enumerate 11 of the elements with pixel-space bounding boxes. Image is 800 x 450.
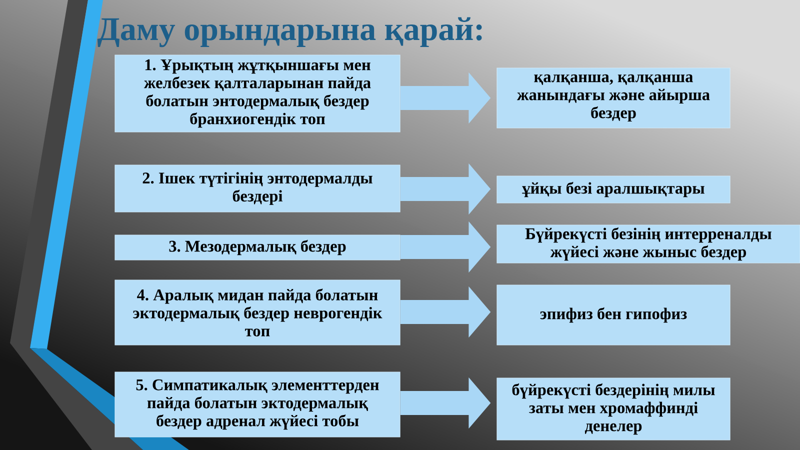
text-box: 5. Симпатикалық элементтерден пайда болатын эктодермалық бездер адренал жүйесі тобы: [114, 372, 400, 438]
text-box: 3. Мезодермалық бездер: [114, 234, 400, 260]
title: Даму орындарына қарай:: [97, 17, 482, 48]
text-box: қалқанша, қалқанша жанындағы және айырша бездер: [496, 68, 730, 128]
text-box: эпифиз бен гипофиз: [496, 284, 730, 346]
text-box: 2. Ішек түтігінің энтодермалды бездері: [114, 164, 400, 212]
text-box: 1. Ұрықтың жұтқыншағы мен желбезек қалталарынан пайда болатын энтодермалық бездер бранхиогендік топ: [114, 54, 400, 132]
text-box: бүйрекүсті бездерінің милы заты мен хромаффинді денелер: [496, 378, 730, 440]
text-box: Бүйрекүсті безінің интерреналды жүйесі және жыныс бездер: [496, 224, 800, 264]
text-box: 4. Аралық мидан пайда болатын эктодермалық бездер неврогендік топ: [114, 280, 400, 346]
text-box: ұйқы безі аралшықтары: [496, 176, 730, 204]
